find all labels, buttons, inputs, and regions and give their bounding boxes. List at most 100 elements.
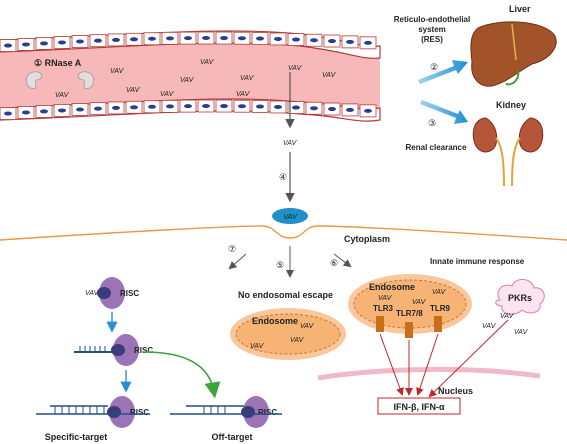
off-target-mrna — [170, 405, 282, 415]
cell-nucleus — [184, 104, 192, 109]
sirna-molecule: VAV — [283, 140, 298, 147]
cell-nucleus — [292, 37, 300, 42]
cell-nucleus — [166, 36, 174, 41]
sirna-molecule: VAV — [200, 59, 215, 66]
sirna-molecule: VAV — [110, 68, 125, 75]
cell-membrane — [0, 225, 567, 241]
sirna-molecule: VAV — [378, 295, 393, 302]
off-target-label: Off-target — [212, 432, 253, 442]
sirna-molecule: VAV — [236, 91, 251, 98]
renal-clearance-label: Renal clearance — [406, 143, 467, 152]
cell-nucleus — [148, 104, 156, 109]
cell-nucleus — [76, 107, 84, 112]
arrow-to-liver — [418, 60, 468, 84]
risc-pathway: RISC RISC RISC — [36, 277, 282, 442]
ifn-label: IFN-β, IFN-α — [393, 402, 444, 412]
sirna-molecule: VAV — [126, 87, 141, 94]
step5-marker: ⑤ — [276, 260, 284, 270]
cell-nucleus — [4, 43, 12, 48]
liver-organ — [470, 21, 557, 87]
cell-nucleus — [166, 104, 174, 109]
sirna-molecule: VAV — [180, 77, 195, 84]
cell-nucleus — [274, 36, 282, 41]
sirna-molecule: VAV — [250, 343, 265, 350]
cell-nucleus — [274, 104, 282, 109]
cell-nucleus — [22, 42, 30, 47]
ifn-signal-arrows — [379, 319, 509, 398]
step4-marker: ④ — [279, 172, 287, 182]
cell-nucleus — [256, 104, 264, 109]
step7-marker: ⑦ — [228, 244, 236, 254]
sirna-molecule: VAV — [240, 75, 255, 82]
cytoplasm-label: Cytoplasm — [344, 234, 390, 244]
cell-nucleus — [112, 105, 120, 110]
cell-nucleus — [94, 38, 102, 43]
tlr3-label: TLR3 — [373, 304, 394, 313]
sirna-molecule: VAV — [500, 313, 515, 320]
cell-nucleus — [94, 106, 102, 111]
cell-nucleus — [220, 104, 228, 109]
nucleus-membrane — [317, 366, 541, 381]
cell-nucleus — [148, 36, 156, 41]
endosome-right-label: Endosome — [369, 282, 415, 292]
rnase-label: ① RNase A — [34, 58, 82, 68]
cell-nucleus — [346, 107, 354, 112]
ifn-box — [377, 397, 461, 415]
no-escape-label: No endosomal escape — [238, 290, 333, 300]
sirna-molecule: VAV — [482, 323, 497, 330]
cell-nucleus — [256, 36, 264, 41]
rnase-a-enzyme — [25, 71, 95, 89]
risc3-label: RISC — [130, 408, 149, 417]
tlr-receptors — [376, 316, 442, 338]
step6-marker: ⑥ — [330, 258, 338, 268]
risc1-label: RISC — [120, 289, 139, 298]
pkrs-label: PKRs — [508, 293, 532, 303]
sirna-molecule: VAV — [288, 65, 303, 72]
cell-nucleus — [130, 105, 138, 110]
tlr9-label: TLR9 — [430, 304, 451, 313]
cell-nucleus — [220, 36, 228, 41]
cell-nucleus — [364, 108, 372, 113]
sirna-molecule: VAV — [412, 299, 427, 306]
res-label-line1: Reticulo-endothelial — [394, 15, 470, 24]
internalized-vesicle: VAV — [272, 208, 308, 224]
off-target-arrow — [143, 351, 221, 399]
cell-nucleus — [238, 104, 246, 109]
cell-nucleus — [202, 104, 210, 109]
kidney-label: Kidney — [496, 100, 526, 110]
cell-nucleus — [58, 108, 66, 113]
step3-marker: ③ — [428, 118, 436, 128]
cell-nucleus — [346, 39, 354, 44]
svg-text:VAV: VAV — [283, 214, 298, 221]
liver-label: Liver — [509, 4, 531, 14]
endosome-left-label: Endosome — [252, 316, 298, 326]
tlr78-label: TLR7/8 — [396, 309, 423, 318]
arrow-path-6 — [333, 253, 352, 268]
res-label-line3: (RES) — [421, 35, 443, 44]
cell-nucleus — [292, 105, 300, 110]
cell-nucleus — [112, 37, 120, 42]
innate-label: Innate immune response — [430, 257, 525, 266]
endosome-left — [230, 308, 346, 360]
sirna-molecule: VAV — [55, 92, 70, 99]
mrna-strand-2 — [74, 346, 112, 353]
cell-nucleus — [4, 111, 12, 116]
pkrs-cloud — [495, 279, 545, 315]
cell-nucleus — [184, 36, 192, 41]
arrow-path-7 — [228, 253, 247, 270]
cell-nucleus — [58, 40, 66, 45]
sirna-molecule: VAV — [290, 337, 305, 344]
cell-nucleus — [130, 37, 138, 42]
specific-target-label: Specific-target — [45, 432, 108, 442]
sirna-molecule: VAV — [300, 323, 315, 330]
cell-nucleus — [238, 36, 246, 41]
res-label-line2: system — [418, 25, 446, 34]
risc2-label: RISC — [134, 346, 153, 355]
risc4-label: RISC — [258, 408, 277, 417]
cell-nucleus — [310, 106, 318, 111]
nucleus-label: Nucleus — [438, 386, 473, 396]
cell-nucleus — [202, 36, 210, 41]
cell-nucleus — [310, 38, 318, 43]
